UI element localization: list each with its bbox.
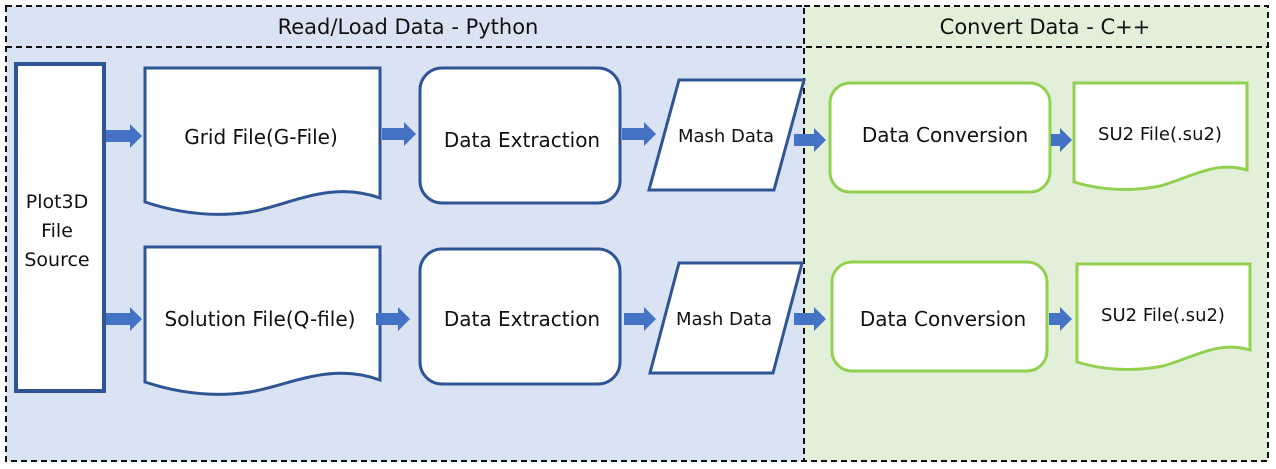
arrow-extraction-to-data-1 (622, 122, 656, 146)
conversion-box-1 (828, 81, 1052, 194)
mash-data-label-2: Mash Data (676, 309, 772, 330)
conversion-label-2: Data Conversion (860, 307, 1026, 331)
mash-data-parallelogram-1 (647, 78, 806, 192)
source-label-line-3: Source (24, 249, 89, 271)
grid-file-label: Grid File(G-File) (184, 125, 338, 149)
arrow-data-to-conversion-1 (794, 128, 826, 152)
mash-data-parallelogram-2 (648, 261, 804, 375)
solution-file-doc (143, 245, 382, 396)
cpp-section (804, 6, 1268, 461)
source-label-line-1: Plot3D (26, 191, 89, 213)
arrow-source-to-grid (106, 124, 142, 148)
conversion-label-1: Data Conversion (862, 123, 1028, 147)
arrow-source-to-solution (106, 307, 142, 331)
su2-file-doc-1 (1072, 81, 1249, 191)
arrow-conversion-to-su2-2 (1049, 307, 1072, 331)
arrow-solution-to-extraction (376, 307, 410, 331)
extraction-box-2 (418, 247, 622, 386)
cpp-section-title: Convert Data - C++ (940, 15, 1151, 39)
source-label-line-2: File (41, 220, 73, 242)
extraction-label-1: Data Extraction (444, 128, 600, 152)
arrow-data-to-conversion-2 (794, 307, 826, 331)
plot3d-source-box (14, 62, 106, 393)
su2-file-doc-2 (1075, 262, 1252, 371)
arrow-conversion-to-su2-1 (1051, 128, 1072, 152)
extraction-box-1 (418, 66, 622, 205)
solution-file-label: Solution File(Q-file) (165, 307, 356, 331)
extraction-label-2: Data Extraction (444, 307, 600, 331)
conversion-box-2 (830, 260, 1049, 373)
arrow-extraction-to-data-2 (624, 307, 656, 331)
mash-data-label-1: Mash Data (678, 126, 774, 147)
python-section-title: Read/Load Data - Python (278, 15, 539, 39)
su2-file-label-1: SU2 File(.su2) (1098, 124, 1222, 145)
python-section (6, 6, 804, 461)
arrow-grid-to-extraction (382, 122, 416, 146)
su2-file-label-2: SU2 File(.su2) (1101, 305, 1225, 326)
grid-file-doc (143, 66, 382, 216)
